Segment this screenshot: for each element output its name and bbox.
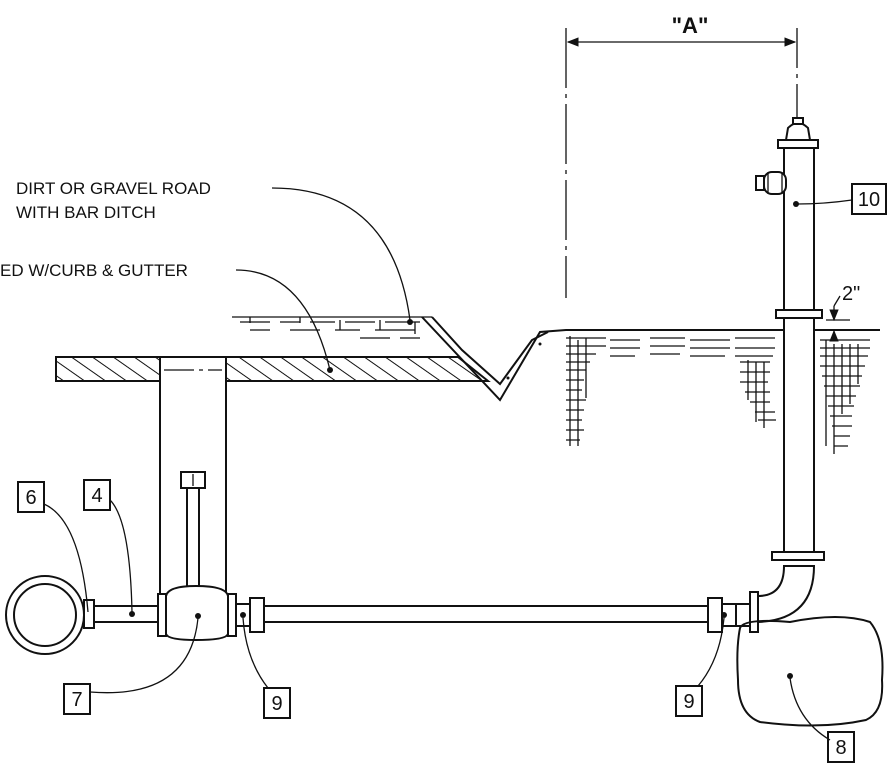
water-main — [5, 575, 93, 655]
svg-text:10: 10 — [858, 189, 880, 211]
valve-box — [159, 357, 227, 600]
paved-road-slab — [55, 356, 491, 382]
dimension-2in: 2" — [826, 283, 860, 342]
svg-text:4: 4 — [91, 485, 102, 507]
dimension-a-label: "A" — [672, 13, 709, 38]
hydrant-lateral — [235, 591, 759, 633]
callout-9-right: 9 — [675, 617, 725, 717]
tap-pipe — [83, 599, 159, 629]
callout-7: 7 — [63, 617, 199, 715]
ditch-profile — [421, 316, 880, 402]
thrust-block — [736, 616, 884, 727]
svg-text:8: 8 — [835, 737, 846, 759]
dimension-a: "A" — [565, 13, 798, 298]
dimension-2in-label: 2" — [842, 283, 860, 305]
callout-4: 4 — [83, 479, 133, 613]
gate-valve — [157, 584, 237, 642]
callout-9-left: 9 — [242, 617, 291, 719]
svg-text:9: 9 — [683, 691, 694, 713]
dirt-road-surface — [232, 316, 432, 339]
svg-text:7: 7 — [71, 689, 82, 711]
dirt-road-label-line2: WITH BAR DITCH — [16, 203, 156, 222]
elbow — [757, 551, 825, 624]
hydrant — [755, 117, 823, 553]
svg-text:9: 9 — [271, 693, 282, 715]
dirt-road-label: DIRT OR GRAVEL ROAD WITH BAR DITCH — [16, 179, 413, 325]
callout-6: 6 — [17, 481, 89, 613]
paved-road-label: ED W/CURB & GUTTER — [0, 261, 333, 373]
dirt-road-label-line1: DIRT OR GRAVEL ROAD — [16, 179, 211, 198]
paved-road-label-text: ED W/CURB & GUTTER — [0, 261, 188, 280]
svg-text:6: 6 — [25, 487, 36, 509]
callout-8: 8 — [789, 677, 855, 763]
callout-10: 10 — [797, 183, 887, 215]
valve-stem — [180, 471, 206, 588]
native-soil — [566, 336, 870, 454]
